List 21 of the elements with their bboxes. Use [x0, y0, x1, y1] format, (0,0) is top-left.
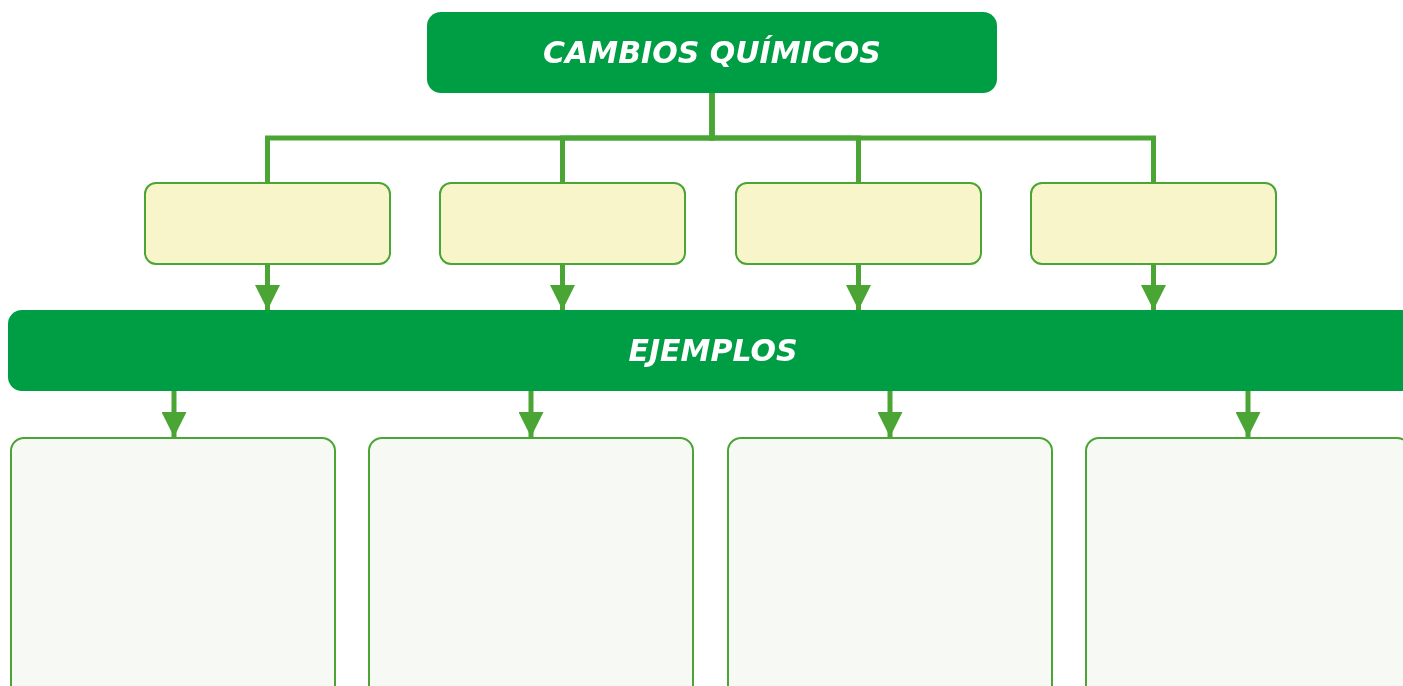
arrow	[1235, 391, 1261, 437]
answer-box	[1085, 437, 1403, 686]
blank-box	[735, 182, 982, 265]
blank-box	[439, 182, 686, 265]
arrow	[877, 391, 903, 437]
answer-box	[368, 437, 694, 686]
heading-banner	[427, 12, 997, 93]
answer-box	[727, 437, 1053, 686]
heading-text: EJEMPLOS	[628, 333, 798, 368]
arrow	[255, 265, 280, 310]
arrow	[518, 391, 544, 437]
connector-line	[709, 93, 1156, 182]
arrow	[550, 265, 575, 310]
heading-text: CAMBIOS QUÍMICOS	[543, 35, 881, 70]
answer-box	[10, 437, 336, 686]
blank-box	[1030, 182, 1277, 265]
arrow	[1141, 265, 1166, 310]
blank-box	[144, 182, 391, 265]
heading-banner	[8, 310, 1403, 391]
arrow	[161, 391, 187, 437]
arrow	[846, 265, 871, 310]
